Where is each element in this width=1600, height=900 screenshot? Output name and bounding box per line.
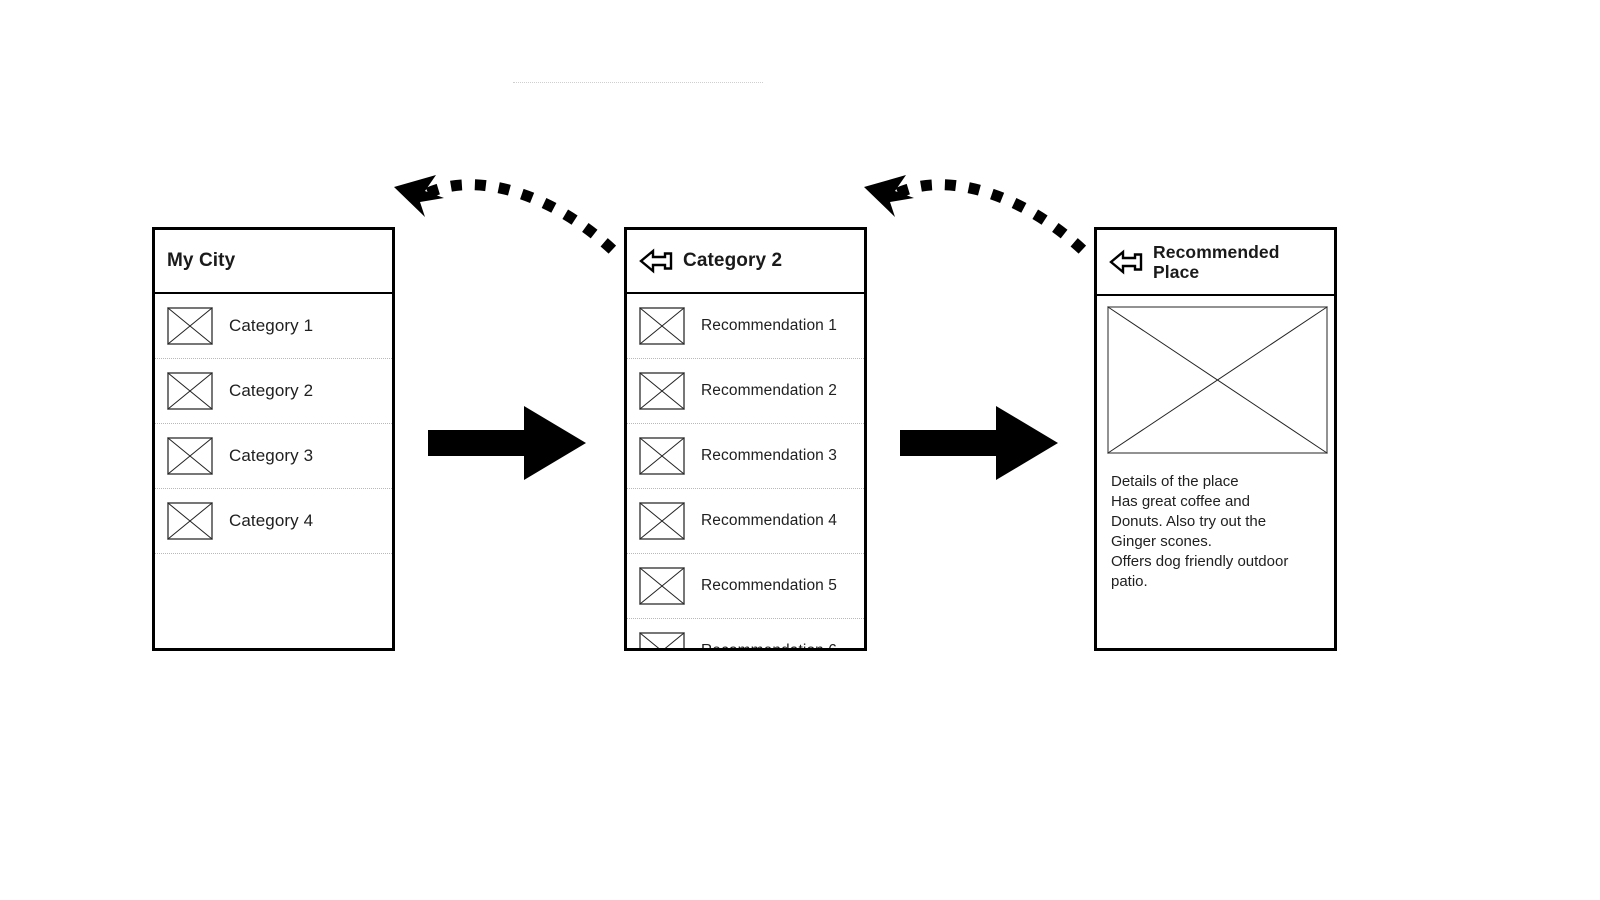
back-arrow-1 xyxy=(394,175,624,261)
list-item[interactable]: Category 2 xyxy=(155,359,392,424)
list-item-label: Recommendation 2 xyxy=(701,382,838,399)
screen-my-city: My City Category 1 Category 2 xyxy=(152,227,395,651)
screen-recommended-place: Recommended Place Details of the place H… xyxy=(1094,227,1337,651)
list-item[interactable]: Recommendation 5 xyxy=(627,554,864,619)
list-item-label: Category 1 xyxy=(229,316,314,335)
image-placeholder-icon xyxy=(167,437,213,475)
list-item-label: Recommendation 4 xyxy=(701,512,838,529)
list-item[interactable]: Category 1 xyxy=(155,294,392,359)
list-item-label: Recommendation 1 xyxy=(701,317,838,334)
list-item[interactable]: Category 4 xyxy=(155,489,392,554)
list-item[interactable]: Recommendation 3 xyxy=(627,424,864,489)
list-item[interactable]: Recommendation 2 xyxy=(627,359,864,424)
image-placeholder-icon xyxy=(167,307,213,345)
list-item-label: Category 2 xyxy=(229,381,314,400)
page-title: Category 2 xyxy=(683,250,783,272)
image-placeholder-icon xyxy=(639,307,685,345)
page-title: My City xyxy=(167,250,236,272)
screen-my-city-header: My City xyxy=(155,230,392,294)
image-placeholder-icon xyxy=(639,372,685,410)
list-item[interactable]: Recommendation 1 xyxy=(627,294,864,359)
place-description: Details of the place Has great coffee an… xyxy=(1111,473,1289,590)
dotted-guide-line xyxy=(513,82,763,83)
list-item-label: Recommendation 5 xyxy=(701,577,838,594)
place-detail-body: Details of the place Has great coffee an… xyxy=(1097,296,1334,592)
image-placeholder-icon xyxy=(639,502,685,540)
back-arrow-icon[interactable] xyxy=(639,248,673,274)
list-item[interactable]: Category 3 xyxy=(155,424,392,489)
screen-category-2: Category 2 Recommendation 1 Recommendati… xyxy=(624,227,867,651)
screen-recommended-place-header: Recommended Place xyxy=(1097,230,1334,296)
image-placeholder-icon xyxy=(1107,306,1328,454)
page-title: Recommended Place xyxy=(1153,241,1280,282)
image-placeholder-icon xyxy=(639,632,685,648)
list-item[interactable]: Recommendation 6 xyxy=(627,619,864,651)
forward-arrow-2 xyxy=(900,406,1058,480)
list-item[interactable]: Recommendation 4 xyxy=(627,489,864,554)
back-arrow-2 xyxy=(864,175,1094,261)
image-placeholder-icon xyxy=(639,437,685,475)
forward-arrow-1 xyxy=(428,406,586,480)
list-item-label: Category 4 xyxy=(229,511,314,530)
list-item-label: Recommendation 6 xyxy=(701,642,838,651)
category-list: Category 1 Category 2 Category 3 xyxy=(155,294,392,554)
back-arrow-icon[interactable] xyxy=(1109,249,1143,275)
image-placeholder-icon xyxy=(167,372,213,410)
image-placeholder-icon xyxy=(167,502,213,540)
screen-category-2-header: Category 2 xyxy=(627,230,864,294)
list-item-label: Category 3 xyxy=(229,446,314,465)
recommendation-list: Recommendation 1 Recommendation 2 Recomm… xyxy=(627,294,864,651)
image-placeholder-icon xyxy=(639,567,685,605)
list-item-label: Recommendation 3 xyxy=(701,447,838,464)
